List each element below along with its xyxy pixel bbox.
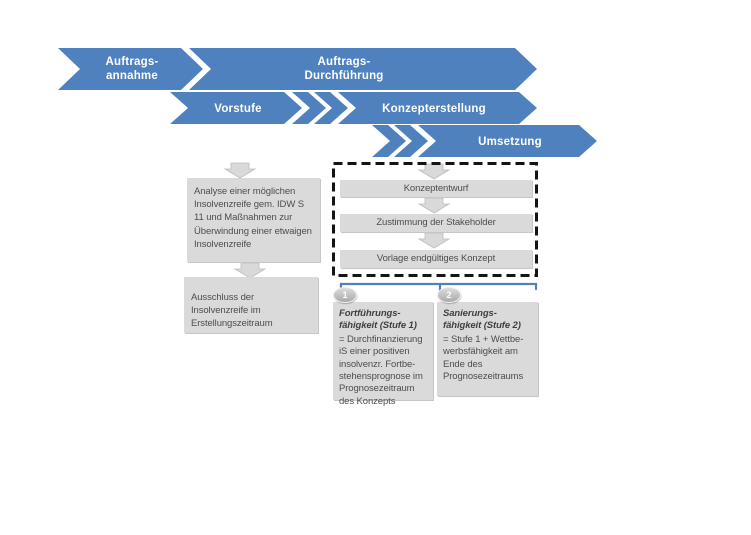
outcome-title: Sanierungs-fähigkeit (Stufe 2) [443, 308, 521, 332]
phase-arrow-konzepterstellung [338, 92, 537, 124]
outcome-fortfuehrungsfaehigkeit: Fortführungs-fähigkeit (Stufe 1) = Durch… [333, 302, 433, 407]
chevron-separator-icon [394, 125, 428, 157]
arrow-label: Umsetzung [478, 136, 542, 148]
phase-arrow-auftragsdurchfuehrung [189, 48, 537, 90]
down-arrow-icon [417, 163, 451, 180]
down-arrow-icon [233, 262, 267, 279]
down-arrow-icon [417, 232, 451, 249]
down-arrow-icon [417, 197, 451, 214]
arrow-label: Auftrags- [106, 56, 159, 68]
step-vorlage-konzept: Vorlage endgültiges Konzept [340, 250, 532, 268]
step-konzeptentwurf: Konzeptentwurf [340, 180, 532, 197]
arrow-label: annahme [106, 70, 158, 82]
phase-arrow-vorstufe [170, 92, 302, 124]
outcome-body: = Stufe 1 + Wettbe-werbsfähigkeit am End… [443, 333, 524, 383]
arrow-label: Durchführung [304, 70, 383, 82]
arrow-label: Konzepterstellung [382, 103, 486, 115]
outcome-title: Fortführungs-fähigkeit (Stufe 1) [339, 308, 417, 332]
phase-arrow-umsetzung [418, 125, 597, 157]
arrow-label: Vorstufe [214, 103, 261, 115]
concept-phase-dashed-frame [332, 162, 538, 277]
analysis-box: Analyse einer möglichen Insolvenzreife g… [187, 178, 320, 262]
badge-2: 2 [437, 287, 461, 303]
result-box: Ausschluss der Insolvenzreife im Erstell… [184, 277, 318, 333]
outcome-sanierungsfaehigkeit: Sanierungs-fähigkeit (Stufe 2) = Stufe 1… [437, 302, 538, 396]
chevron-separator-icon [372, 125, 406, 157]
step-zustimmung-stakeholder: Zustimmung der Stakeholder [340, 214, 532, 232]
down-arrow-icon [223, 162, 257, 179]
outcome-body: = Durchfinanzierung iS einer positiven i… [339, 333, 423, 407]
phase-arrow-auftragsannahme [58, 48, 203, 90]
chevron-separator-icon [292, 92, 326, 124]
arrow-label: Auftrags- [318, 56, 371, 68]
chevron-separator-icon [314, 92, 348, 124]
badge-1: 1 [333, 287, 357, 303]
